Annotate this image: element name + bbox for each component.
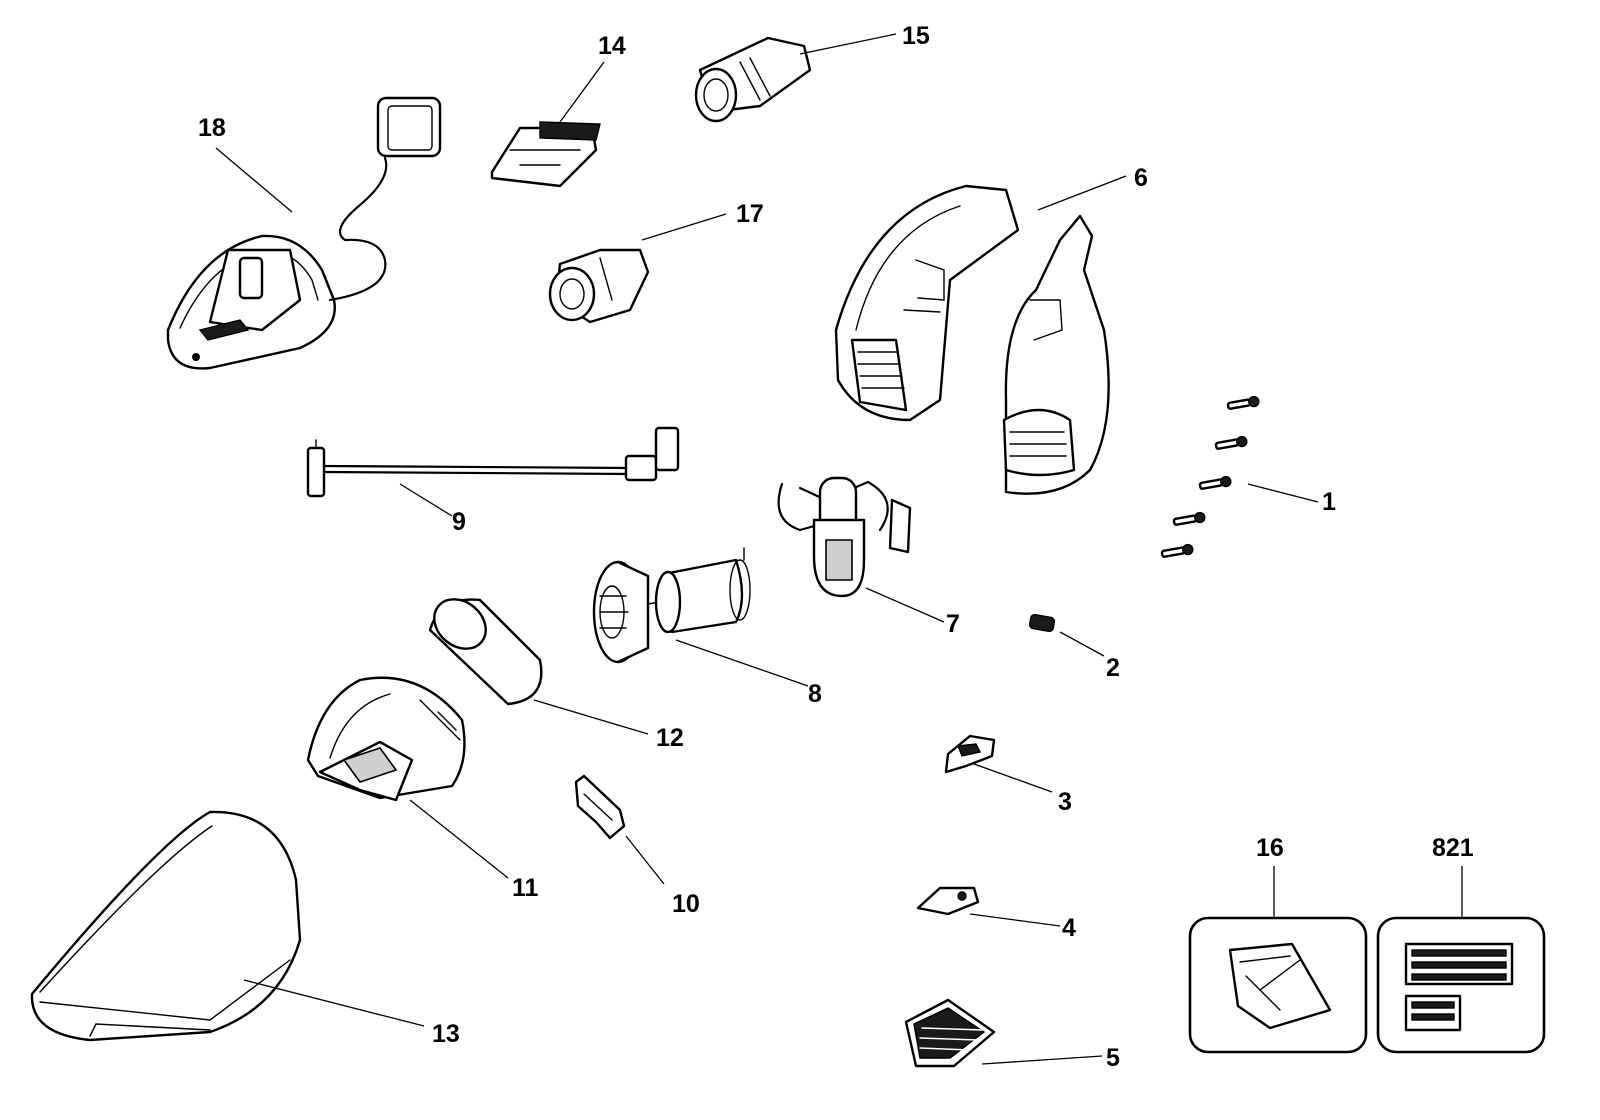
part-10-latch: 10 [574,774,700,918]
part-5-grille: 5 [904,998,1120,1072]
callout-9: 9 [452,508,466,536]
callout-13: 13 [432,1020,460,1048]
callout-6: 6 [1134,164,1148,192]
callout-5: 5 [1106,1044,1120,1072]
part-17-nozzle-adapter: 17 [548,200,764,324]
part-13-nozzle: 13 [30,810,460,1048]
callout-16: 16 [1256,834,1284,862]
part-15-crevice-tool: 15 [694,22,930,123]
part-3-switch-button: 3 [944,734,1072,816]
part-8-motor: 8 [592,547,822,708]
part-821-label-box: 821 [1376,834,1546,1054]
part-18-charging-base: 18 [166,96,442,370]
part-16-parts-bag-box: 16 [1188,834,1368,1054]
callout-8: 8 [808,680,822,708]
part-14-brush-tool: 14 [490,32,626,188]
part-11-dirt-bowl: 11 [306,676,539,902]
part-4-release-button: 4 [916,886,1076,942]
callout-7: 7 [946,610,960,638]
callout-18: 18 [198,114,226,142]
part-2-spring: 2 [1028,613,1120,682]
callout-1: 1 [1322,488,1336,516]
part-6-housing-halves: 6 [834,164,1148,495]
callout-14: 14 [598,32,626,60]
callout-3: 3 [1058,788,1072,816]
callout-15: 15 [902,22,930,50]
callout-11: 11 [512,874,539,902]
callout-821: 821 [1432,834,1474,862]
callout-12: 12 [656,724,684,752]
callout-17: 17 [736,200,764,228]
part-12-filter: 12 [428,598,684,752]
callout-4: 4 [1062,914,1076,942]
part-1-screws: 1 [1160,395,1336,558]
part-9-wire-harness: 9 [306,426,680,536]
callout-10: 10 [672,890,700,918]
part-7-switch-assembly: 7 [777,476,960,638]
callout-2: 2 [1106,654,1120,682]
